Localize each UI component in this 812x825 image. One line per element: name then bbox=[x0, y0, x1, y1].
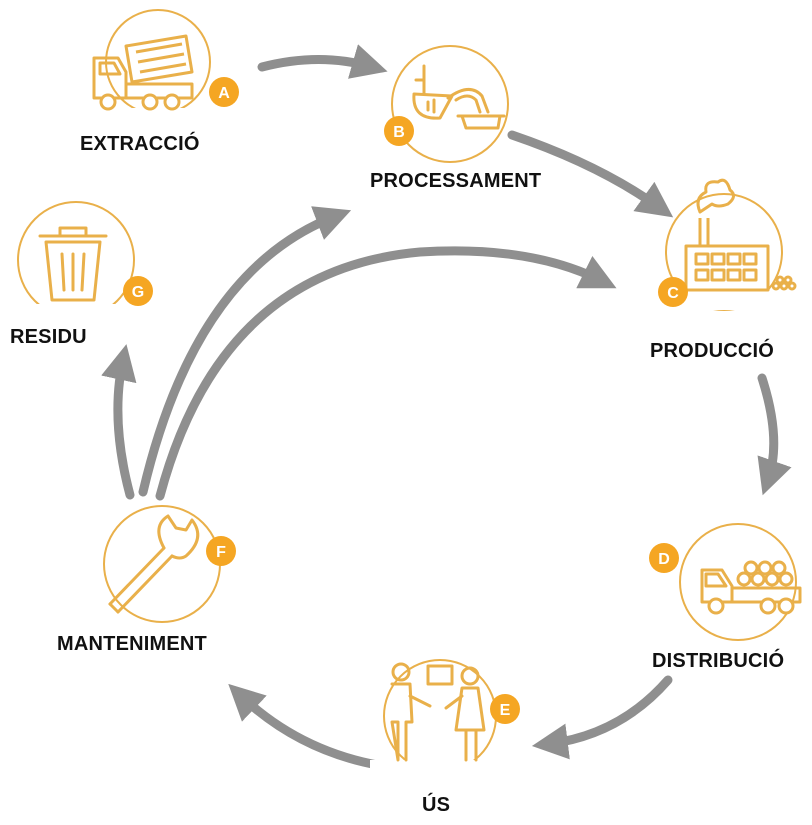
stage-a-badge-circle bbox=[209, 77, 239, 107]
factory-icon bbox=[684, 178, 797, 292]
stage-f-badge-circle bbox=[206, 536, 236, 566]
arrow-manteniment-to-produccio bbox=[155, 246, 617, 501]
stage-f-label: MANTENIMENT bbox=[57, 633, 207, 655]
stage-b-label: PROCESSAMENT bbox=[366, 170, 546, 193]
stage-f: F bbox=[103, 505, 236, 623]
stage-c-label: PRODUCCIÓ bbox=[650, 340, 775, 362]
arrow-processament-to-produccio bbox=[507, 130, 674, 218]
stage-d-badge-circle bbox=[649, 543, 679, 573]
arrow-distribucio-to-us bbox=[531, 675, 673, 760]
stage-b-ring bbox=[391, 45, 509, 163]
trash-bin-icon bbox=[38, 226, 108, 302]
arrow-extraccio-to-processament bbox=[257, 44, 388, 79]
stage-b-badge: B bbox=[393, 124, 405, 141]
stage-g-badge-circle bbox=[123, 276, 153, 306]
stage-b: B bbox=[384, 45, 509, 163]
pouring-crucible-icon bbox=[412, 64, 506, 130]
arrow-manteniment-to-residu bbox=[101, 344, 137, 500]
stage-c: C bbox=[640, 178, 800, 311]
arrow-us-to-manteniment bbox=[228, 683, 388, 771]
stage-f-badge: F bbox=[216, 544, 226, 561]
stage-a: A bbox=[60, 9, 260, 120]
flow-arrows bbox=[101, 44, 792, 771]
stage-e-badge-circle bbox=[490, 694, 520, 724]
stage-d-ring bbox=[679, 523, 797, 641]
stage-e-label: ÚS bbox=[422, 794, 451, 816]
stage-c-badge-circle bbox=[658, 277, 688, 307]
stage-b-badge-circle bbox=[384, 116, 414, 146]
stage-g: G bbox=[10, 201, 153, 324]
arrow-produccio-to-distribucio bbox=[757, 373, 792, 496]
stage-a-badge: A bbox=[218, 85, 230, 102]
stage-d-badge: D bbox=[658, 551, 670, 568]
people-exchange-icon bbox=[390, 662, 486, 762]
stage-e-badge: E bbox=[500, 702, 511, 719]
delivery-truck-icon bbox=[700, 560, 802, 615]
stage-c-badge: C bbox=[667, 285, 679, 302]
arrow-manteniment-to-processament bbox=[138, 206, 352, 497]
stage-e: E bbox=[370, 659, 520, 800]
stage-d-label: DISTRIBUCIÓ bbox=[652, 650, 785, 672]
wrench-icon bbox=[108, 514, 200, 614]
stage-d: D bbox=[649, 523, 802, 641]
dump-truck-icon bbox=[92, 34, 194, 111]
stage-g-badge: G bbox=[132, 284, 144, 301]
stage-a-label: EXTRACCIÓ bbox=[80, 133, 200, 155]
stage-g-label: RESIDU bbox=[10, 326, 87, 348]
